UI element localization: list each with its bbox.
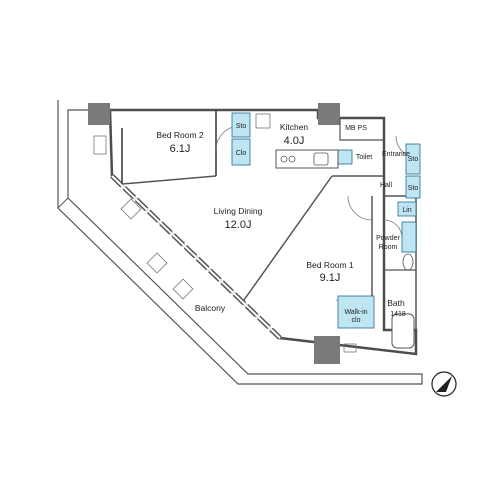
- mbps-wall: [339, 118, 384, 141]
- clo-label: Clo: [236, 150, 247, 157]
- sto-label: Sto: [236, 123, 247, 130]
- kitchen-size: 4.0J: [284, 135, 305, 147]
- bedroom2-storage: [231, 112, 251, 138]
- ac-unit-icon: [93, 135, 107, 155]
- hall-label: Hall: [380, 182, 393, 189]
- bedroom1-size: 9.1J: [320, 272, 341, 284]
- column-top-left: [88, 103, 110, 125]
- ceiling-vent-icon: [255, 113, 271, 129]
- ac-unit-icon: [120, 198, 142, 220]
- washbasin-icon: [402, 253, 414, 271]
- linen-storage: [397, 201, 417, 217]
- powder-storage: [401, 221, 417, 253]
- walk-in-closet: [337, 295, 375, 329]
- drain-icon: [146, 252, 168, 274]
- bedroom2-size: 6.1J: [170, 143, 191, 155]
- bedroom2-name: Bed Room 2: [156, 130, 204, 140]
- meter-icon: [343, 343, 357, 353]
- sto-label: Sto: [408, 185, 419, 192]
- hall-storage: [405, 175, 421, 199]
- balcony-edge: [57, 197, 69, 209]
- bathtub-icon: [391, 313, 415, 349]
- toilet-fixture: [337, 149, 353, 165]
- bedroom1-name: Bed Room 1: [306, 260, 354, 270]
- powder-name-1: Powder: [376, 235, 400, 242]
- balcony-label: Balcony: [195, 303, 226, 313]
- column-bottom: [314, 336, 340, 364]
- wic-label-1: Walk-in: [344, 309, 367, 316]
- kitchen-name: Kitchen: [280, 122, 309, 132]
- lin-label: Lin: [402, 207, 411, 214]
- bath-size: 1418: [390, 311, 406, 318]
- entrance-storage: [405, 143, 421, 175]
- bedroom1-door: [347, 195, 373, 221]
- kitchen-counter: [275, 149, 339, 169]
- drain-icon: [172, 278, 194, 300]
- toilet-label: Toilet: [356, 154, 372, 161]
- stove-burner-icon: [280, 155, 288, 163]
- sink-icon: [313, 152, 329, 166]
- bedroom2-closet: [231, 138, 251, 166]
- powder-name-2: Room: [379, 244, 398, 251]
- wic-label-2: clo: [352, 317, 361, 324]
- sto-label: Sto: [408, 156, 419, 163]
- north-arrow-icon: [431, 371, 457, 397]
- living-size: 12.0J: [225, 219, 252, 231]
- stove-burner-icon: [288, 155, 296, 163]
- mbps-label: MB PS: [345, 125, 367, 132]
- window-facade-inner: [111, 175, 281, 339]
- bedroom2-south-wall: [121, 175, 217, 185]
- bath-name: Bath: [387, 298, 405, 308]
- column-top-right: [318, 103, 340, 125]
- balcony-outline: [57, 100, 423, 385]
- living-name: Living Dining: [214, 206, 263, 216]
- entrance-label: Entrance: [382, 151, 410, 158]
- bedroom1-diagonal-wall: [243, 175, 333, 301]
